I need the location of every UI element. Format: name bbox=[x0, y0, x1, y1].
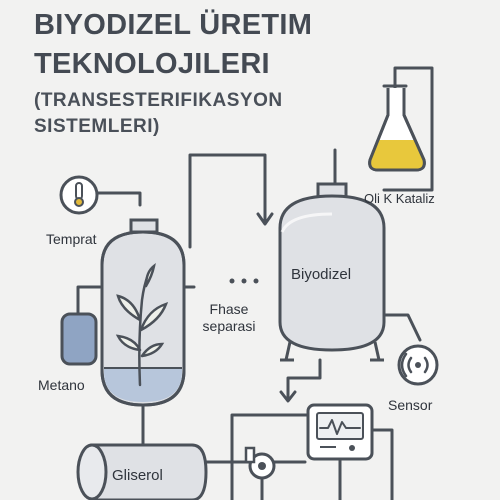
label-phase-line-2: separasi bbox=[202, 318, 256, 334]
pipe-tank-sensor bbox=[380, 313, 422, 342]
title-line-1: BIYODIZEL ÜRETIM bbox=[34, 9, 313, 41]
title-line-2: TEKNOLOJILERI bbox=[34, 48, 270, 80]
label-phase-line-1: Fhase bbox=[209, 301, 249, 317]
label-biodiesel: Biyodizel bbox=[291, 266, 352, 283]
pipe-methanol-reactor bbox=[76, 285, 102, 320]
pipe-monitor-right bbox=[370, 428, 394, 500]
wireless-sensor-icon bbox=[397, 344, 439, 386]
page-title: BIYODIZEL ÜRETIM TEKNOLOJILERI bbox=[34, 6, 312, 84]
reactor-vessel bbox=[100, 218, 186, 418]
subtitle-line-1: (TRANSESTERIFIKASYON bbox=[34, 90, 283, 111]
page-subtitle: (TRANSESTERIFIKASYON SISTEMLERI) bbox=[34, 88, 283, 140]
methanol-tank bbox=[60, 312, 98, 366]
subtitle-line-2: SISTEMLERI) bbox=[34, 116, 160, 137]
plant-sprout-icon bbox=[115, 263, 169, 387]
erlenmeyer-flask-icon bbox=[368, 84, 426, 172]
pipe-tank-to-monitor bbox=[286, 358, 322, 400]
flow-dots bbox=[229, 278, 259, 284]
label-temperature: Temprat bbox=[46, 231, 97, 247]
thermometer-icon bbox=[59, 175, 99, 215]
label-sensor: Sensor bbox=[388, 397, 433, 413]
label-phase-separation: Fhase separasi bbox=[192, 301, 266, 335]
pump-valve-icon bbox=[244, 446, 276, 480]
label-catalyst: Oli K Kataliz bbox=[364, 191, 435, 206]
pipe-thermometer-reactor bbox=[96, 191, 142, 207]
waveform-monitor-icon bbox=[306, 403, 374, 461]
arrow-into-biodiesel bbox=[256, 212, 274, 226]
pipe-monitor-loop bbox=[230, 413, 310, 500]
biodiesel-tank bbox=[278, 182, 386, 362]
label-glycerol: Gliserol bbox=[112, 467, 163, 484]
arrow-down-monitor bbox=[279, 390, 297, 403]
label-methanol: Metano bbox=[38, 377, 85, 393]
pipe-reactor-to-biodiesel bbox=[188, 153, 267, 249]
